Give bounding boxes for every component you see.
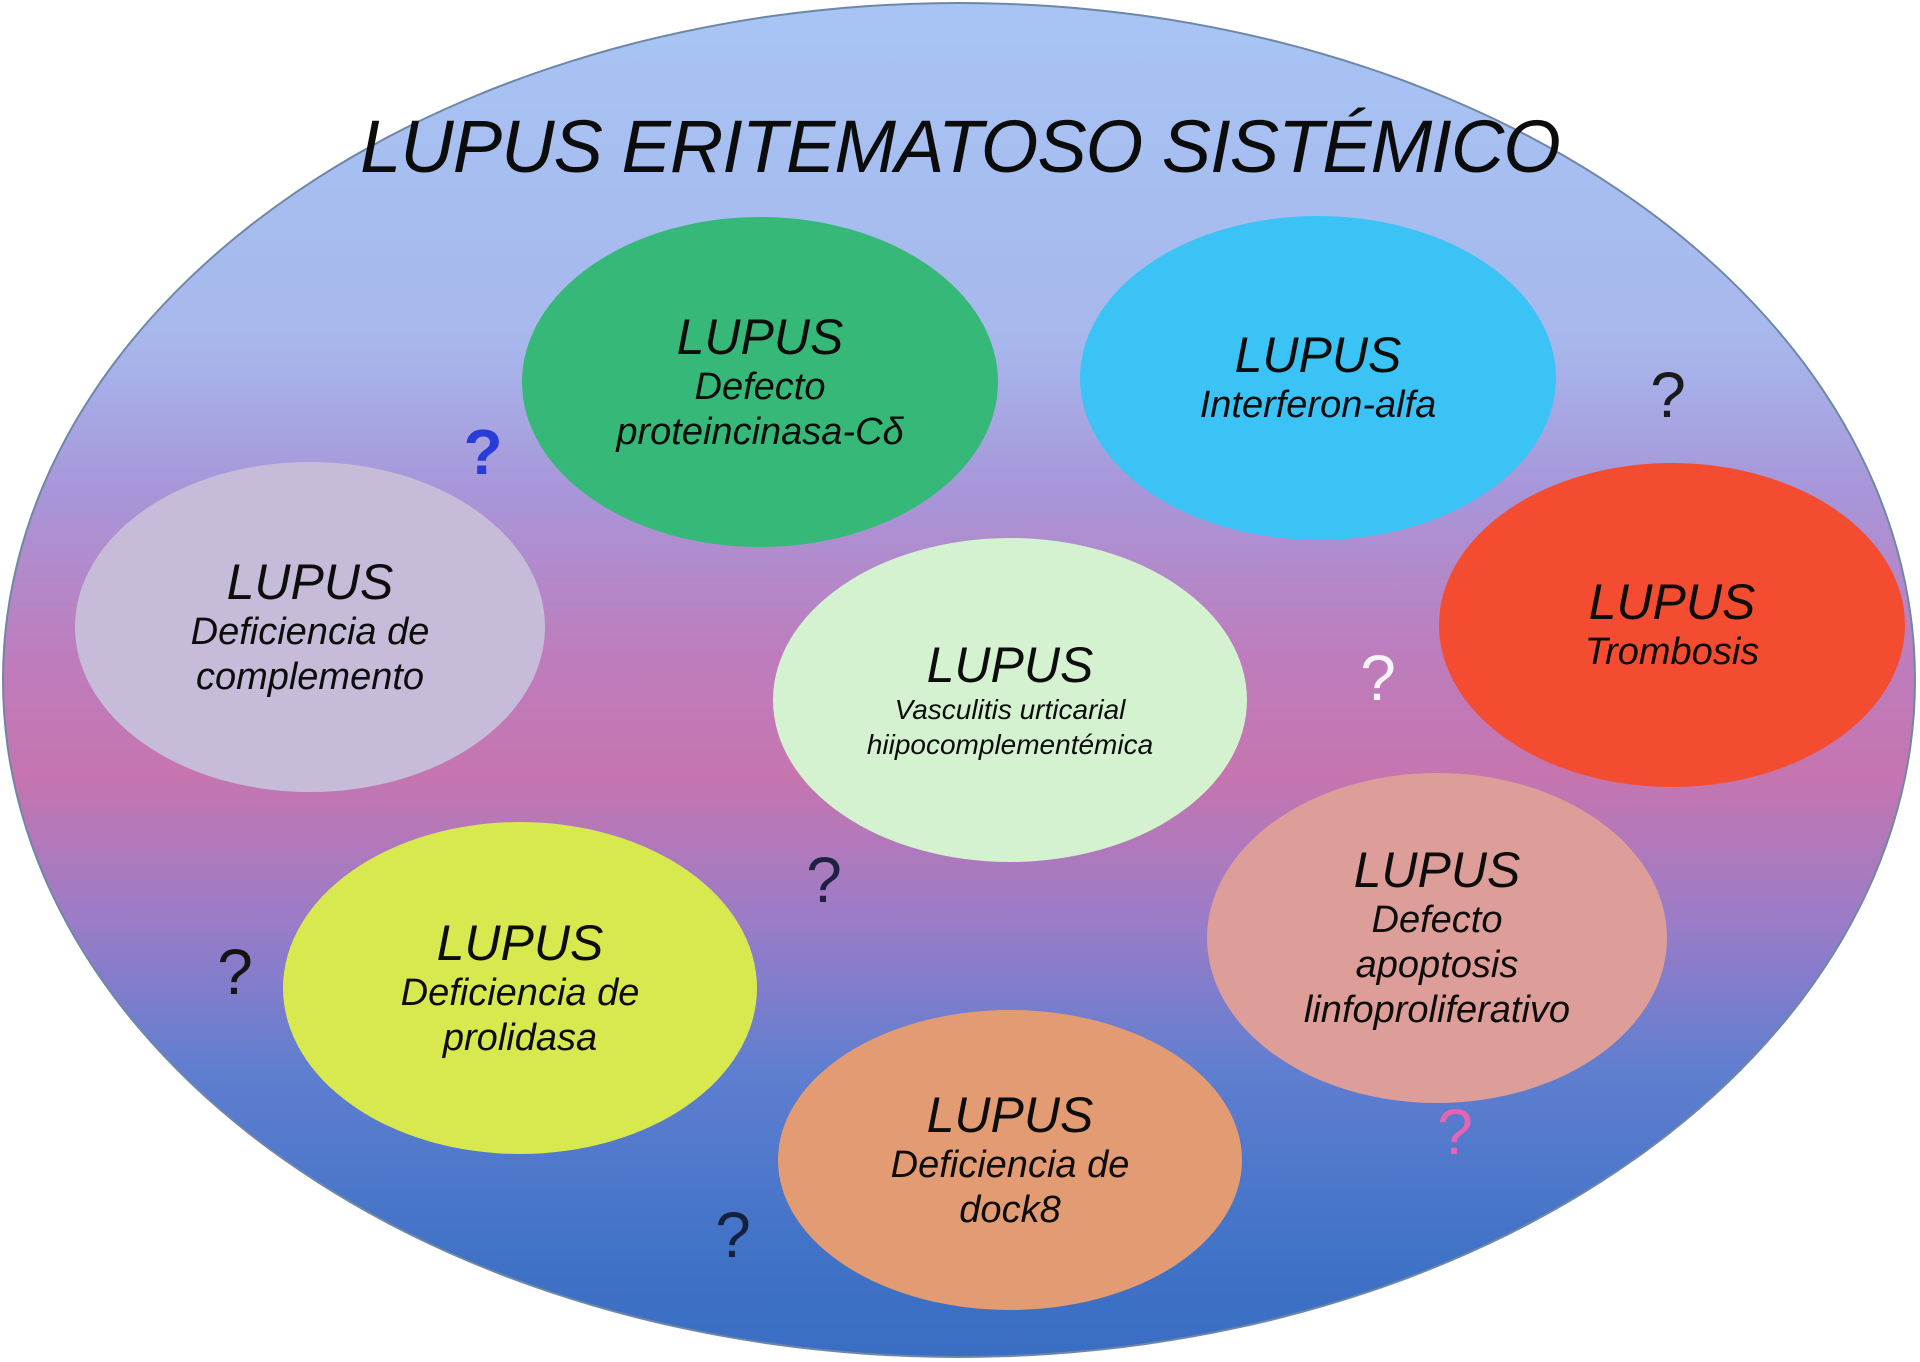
node-subtitle-line: prolidasa bbox=[442, 1016, 598, 1059]
question-mark-navy-bottom: ? bbox=[715, 1199, 751, 1271]
node-defecto-apoptosis: LUPUS Defecto apoptosis linfoproliferati… bbox=[1207, 773, 1667, 1103]
question-mark-pink: ? bbox=[1437, 1096, 1473, 1168]
diagram-title: LUPUS ERITEMATOSO SISTÉMICO bbox=[360, 105, 1561, 188]
node-subtitle-line: Interferon-alfa bbox=[1199, 384, 1437, 427]
node-subtitle-line: Deficiencia de bbox=[400, 971, 640, 1014]
node-subtitle-line: complemento bbox=[195, 655, 425, 698]
node-trombosis: LUPUS Trombosis bbox=[1439, 463, 1905, 787]
node-interferon-alfa: LUPUS Interferon-alfa bbox=[1080, 216, 1556, 540]
node-subtitle-line: Deficiencia de bbox=[890, 1143, 1130, 1186]
node-deficiencia-complemento: LUPUS Deficiencia de complemento bbox=[75, 462, 545, 792]
node-subtitle-line: hiipocomplementémica bbox=[866, 728, 1154, 760]
node-title: LUPUS bbox=[436, 914, 604, 971]
question-mark-blue: ? bbox=[463, 416, 503, 488]
node-title: LUPUS bbox=[1353, 842, 1521, 899]
question-mark-black-left: ? bbox=[217, 936, 253, 1008]
node-title: LUPUS bbox=[1588, 574, 1756, 631]
node-subtitle-line: dock8 bbox=[959, 1188, 1061, 1231]
question-mark-black-top-right: ? bbox=[1650, 359, 1686, 431]
node-subtitle-line: Trombosis bbox=[1584, 631, 1760, 674]
question-mark-white: ? bbox=[1360, 642, 1396, 714]
node-subtitle-line: Vasculitis urticarial bbox=[894, 694, 1126, 726]
node-subtitle-line: proteincinasa-Cδ bbox=[616, 410, 904, 453]
node-title: LUPUS bbox=[1234, 327, 1402, 384]
node-deficiencia-dock8: LUPUS Deficiencia de dock8 bbox=[778, 1010, 1242, 1310]
node-subtitle-line: apoptosis bbox=[1355, 944, 1519, 987]
node-title: LUPUS bbox=[926, 637, 1094, 694]
node-subtitle-line: Deficiencia de bbox=[190, 610, 430, 653]
node-vasculitis-urticarial: LUPUS Vasculitis urticarial hiipocomplem… bbox=[773, 538, 1247, 862]
question-mark-dark-center: ? bbox=[806, 844, 842, 916]
node-title: LUPUS bbox=[676, 308, 844, 365]
node-deficiencia-prolidasa: LUPUS Deficiencia de prolidasa bbox=[283, 822, 757, 1154]
node-title: LUPUS bbox=[226, 553, 394, 610]
node-subtitle-line: Defecto bbox=[694, 365, 826, 408]
node-subtitle-line: linfoproliferativo bbox=[1303, 988, 1571, 1031]
node-defecto-proteincinasa: LUPUS Defecto proteincinasa-Cδ bbox=[522, 217, 998, 547]
node-title: LUPUS bbox=[926, 1086, 1094, 1143]
node-subtitle-line: Defecto bbox=[1371, 899, 1503, 942]
